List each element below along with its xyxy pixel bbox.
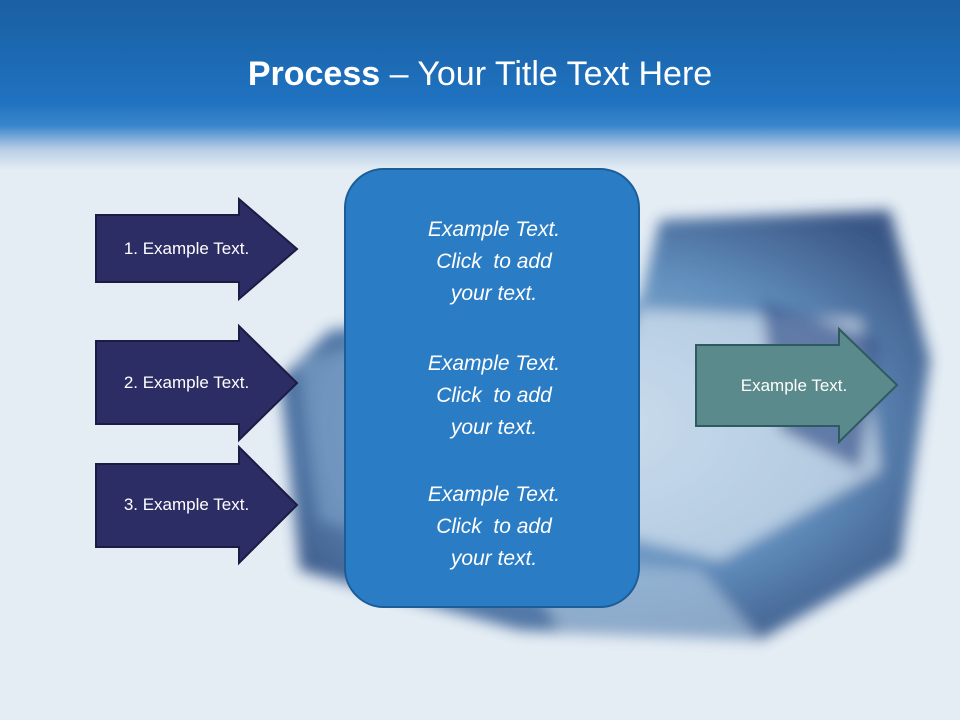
center-text-box[interactable]: Example Text. Click to add your text. Ex… bbox=[344, 168, 640, 608]
left-arrow-label-3: 3. Example Text. bbox=[123, 495, 250, 514]
right-arrow-label: Example Text. bbox=[740, 376, 848, 395]
left-arrow-label-1: 1. Example Text. bbox=[123, 239, 250, 258]
paragraph-line: your text. bbox=[450, 416, 538, 439]
left-arrow-2[interactable]: 2. Example Text. bbox=[95, 323, 300, 443]
slide-title: Process – Your Title Text Here bbox=[0, 52, 960, 96]
right-arrow[interactable]: Example Text. bbox=[695, 326, 900, 445]
left-arrow-3[interactable]: 3. Example Text. bbox=[95, 444, 300, 566]
paragraph-line: Example Text. bbox=[427, 352, 561, 375]
center-paragraph-3: Example Text. Click to add your text. bbox=[346, 479, 642, 575]
paragraph-line: Click to add bbox=[436, 250, 552, 273]
center-paragraph-2: Example Text. Click to add your text. bbox=[346, 348, 642, 444]
paragraph-line: Example Text. bbox=[427, 483, 561, 506]
title-rest: – Your Title Text Here bbox=[380, 55, 713, 93]
paragraph-line: Click to add bbox=[436, 384, 552, 407]
left-arrow-1[interactable]: 1. Example Text. bbox=[95, 196, 300, 302]
arrow-shape-2 bbox=[95, 323, 299, 443]
center-paragraph-1: Example Text. Click to add your text. bbox=[346, 214, 642, 310]
right-arrow-shape bbox=[695, 326, 899, 445]
title-bold: Process bbox=[247, 55, 381, 93]
arrow-shape-1 bbox=[95, 196, 299, 302]
arrow-shape-3 bbox=[95, 444, 299, 566]
paragraph-line: Example Text. bbox=[427, 218, 561, 241]
paragraph-line: your text. bbox=[450, 282, 538, 305]
paragraph-line: Click to add bbox=[436, 515, 552, 538]
left-arrow-label-2: 2. Example Text. bbox=[123, 373, 250, 392]
header-band bbox=[0, 0, 960, 170]
paragraph-line: your text. bbox=[450, 547, 538, 570]
